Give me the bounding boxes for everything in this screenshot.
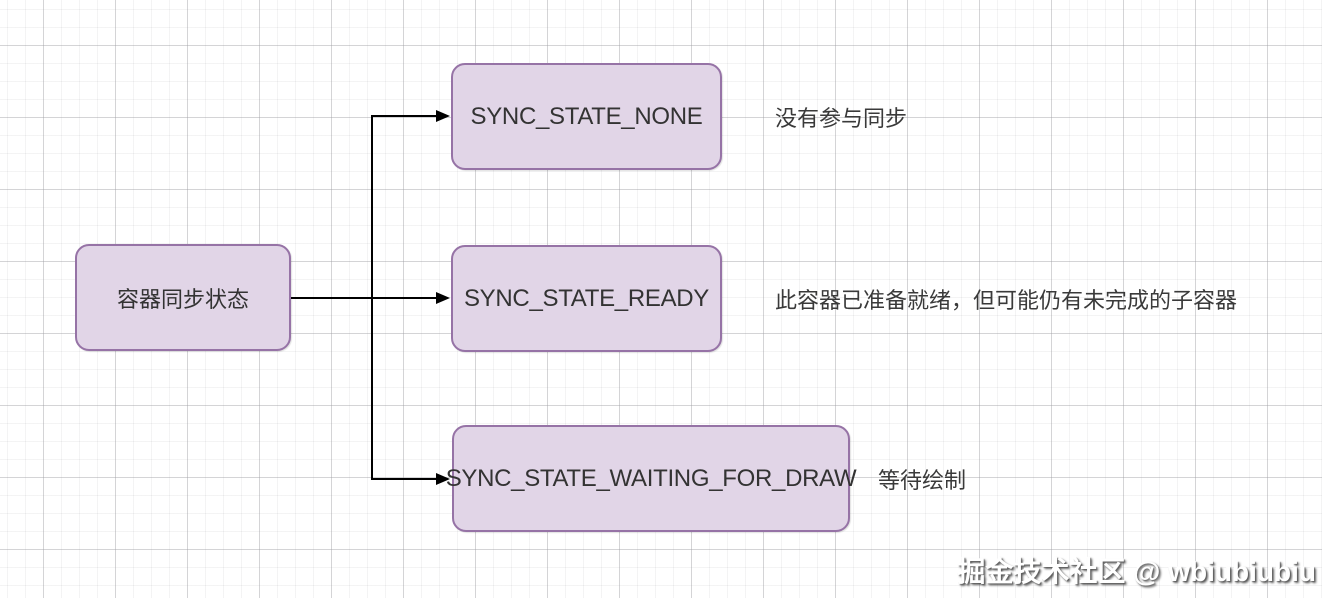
arrowhead-to-waiting-icon [436,473,450,485]
node-sync-state-waiting-for-draw: SYNC_STATE_WAITING_FOR_DRAW [446,425,857,532]
node-sync-state-ready: SYNC_STATE_READY [451,245,722,352]
note-sync-state-none: 没有参与同步 [775,106,908,131]
watermark-juejin-community: 掘金技术社区 @ wbiubiubiu [957,556,1316,587]
node-sync-state-none: SYNC_STATE_NONE [451,63,722,170]
node-sync-state-ready-label: SYNC_STATE_READY [463,284,710,312]
connector-branch-waiting [371,478,436,480]
note-sync-state-ready: 此容器已准备就绪，但可能仍有未完成的子容器 [775,288,1238,313]
connector-branch-none [371,115,436,117]
node-root-label: 容器同步状态 [116,286,249,312]
node-sync-state-none-label: SYNC_STATE_NONE [470,102,703,130]
node-root-container-sync-state: 容器同步状态 [75,244,291,351]
connector-root-to-ready [290,297,436,299]
arrowhead-to-ready-icon [436,292,450,304]
node-sync-state-waiting-label: SYNC_STATE_WAITING_FOR_DRAW [445,464,857,492]
connector-trunk-vertical [371,115,373,480]
arrowhead-to-none-icon [436,110,450,122]
note-sync-state-waiting: 等待绘制 [878,468,967,493]
